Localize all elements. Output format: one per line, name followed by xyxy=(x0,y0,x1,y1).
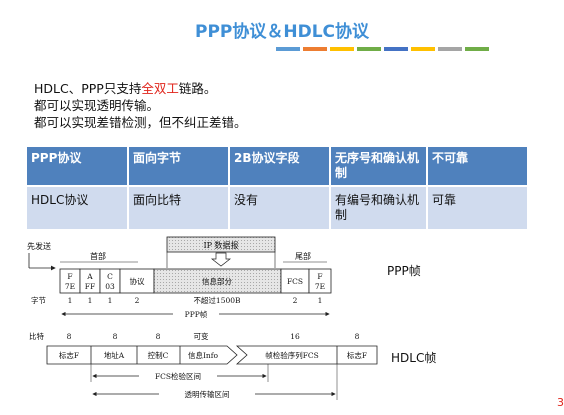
ppp-byte-count: 1 xyxy=(318,296,323,305)
intro-line-1: HDLC、PPP只支持全双工链路。 xyxy=(34,80,247,97)
hdlc-frame-outline xyxy=(235,345,378,365)
transparent-range-label: 透明传输区间 xyxy=(185,389,230,399)
color-swatch xyxy=(330,47,354,51)
ppp-field-labels: F 7E A FF C 03 协议 信息部分 FCS F 7E xyxy=(65,272,325,291)
ppp-field-label: 03 xyxy=(105,282,115,291)
ppp-field xyxy=(308,268,332,294)
table-header-cell: 不可靠 xyxy=(427,147,527,186)
hdlc-field-labels: 标志F 地址A 控制C 信息Info 帧检验序列FCS 标志F xyxy=(59,350,367,360)
ppp-field-label: 7E xyxy=(65,282,75,291)
ip-datagram-box xyxy=(166,236,276,253)
ppp-frame-diagram: 先发送 IP 数据报 首部 尾部 F 7E A FF C 03 协议 信息部分 … xyxy=(27,236,332,319)
hdlc-field-label: 地址A xyxy=(104,350,125,360)
intro-line-1-prefix: HDLC、PPP只支持 xyxy=(34,81,142,96)
ppp-field-label: F xyxy=(317,272,322,281)
table-header-row: PPP协议 面向字节 2B协议字段 无序号和确认机制 不可靠 xyxy=(27,147,527,186)
hdlc-bits: 8 8 8 可变 16 8 xyxy=(67,331,360,341)
bits-label: 比特 xyxy=(29,331,44,341)
intro-line-3: 都可以实现差错检测，但不纠正差错。 xyxy=(34,115,247,130)
ppp-field-label: 协议 xyxy=(130,276,145,286)
ppp-field-label: FF xyxy=(85,282,95,291)
hdlc-field-label: 标志F xyxy=(59,350,79,360)
ppp-field-label: FCS xyxy=(287,277,303,286)
bytes-label: 字节 xyxy=(31,295,46,305)
table-cell: HDLC协议 xyxy=(27,185,129,229)
table-cell: 没有 xyxy=(229,185,331,229)
ip-datagram-label: IP 数据报 xyxy=(203,240,238,250)
color-swatch xyxy=(411,47,435,51)
ppp-byte-count: 不超过1500B xyxy=(193,295,241,305)
hdlc-field-label: 信息Info xyxy=(188,350,219,360)
hdlc-bit-count: 8 xyxy=(67,332,72,341)
intro-line-1-suffix: 链路。 xyxy=(178,81,217,96)
ppp-field-label: F xyxy=(67,272,72,281)
color-swatch xyxy=(465,47,489,51)
ppp-byte-count: 1 xyxy=(108,296,113,305)
intro-text: HDLC、PPP只支持全双工链路。 都可以实现透明传输。 都可以实现差错检测，但… xyxy=(34,80,247,131)
page-number: 3 xyxy=(557,396,564,409)
ppp-byte-count: 1 xyxy=(68,296,73,305)
intro-line-2: 都可以实现透明传输。 xyxy=(34,98,160,113)
table-cell: 面向比特 xyxy=(128,185,230,229)
table-header-cell: 面向字节 xyxy=(128,147,230,186)
ppp-field xyxy=(153,268,282,294)
hdlc-field-label: 控制C xyxy=(148,350,169,360)
color-swatch xyxy=(276,47,300,51)
down-arrow-icon xyxy=(210,252,232,267)
hdlc-bit-count: 可变 xyxy=(194,331,209,341)
comparison-table: PPP协议 面向字节 2B协议字段 无序号和确认机制 不可靠 HDLC协议 面向… xyxy=(27,147,527,229)
ppp-frame-span-label: PPP帧 xyxy=(185,309,208,319)
hdlc-field-label: 帧检验序列FCS xyxy=(265,350,319,360)
table-header-cell: 无序号和确认机制 xyxy=(330,147,428,186)
title-color-bar xyxy=(276,47,489,51)
color-swatch xyxy=(303,47,327,51)
ppp-byte-count: 2 xyxy=(135,296,140,305)
color-swatch xyxy=(357,47,381,51)
hdlc-frame-diagram: 比特 8 8 8 可变 16 8 标志F 地址A 控制C 信息Info 帧检验序… xyxy=(29,331,378,400)
ppp-field-label: A xyxy=(86,272,93,281)
ppp-byte-count: 2 xyxy=(293,296,298,305)
ppp-bytes: 1 1 1 2 不超过1500B 2 1 xyxy=(68,295,323,305)
table-row: HDLC协议 面向比特 没有 有编号和确认机制 可靠 xyxy=(27,185,527,229)
ppp-field-label: C xyxy=(107,272,113,281)
hdlc-bit-count: 8 xyxy=(113,332,118,341)
color-swatch xyxy=(384,47,408,51)
hdlc-frame-label: HDLC帧 xyxy=(391,351,437,365)
header-label: 首部 xyxy=(90,251,106,261)
intro-highlight: 全双工 xyxy=(141,81,179,96)
trailer-label: 尾部 xyxy=(295,251,311,261)
hdlc-bit-count: 8 xyxy=(355,332,360,341)
table-header-cell: 2B协议字段 xyxy=(229,147,331,186)
hdlc-frame-outline xyxy=(46,345,238,365)
table-cell: 有编号和确认机制 xyxy=(330,185,428,229)
color-swatch xyxy=(438,47,462,51)
ppp-fields xyxy=(59,268,332,294)
table-cell: 可靠 xyxy=(427,185,527,229)
ppp-frame-label: PPP帧 xyxy=(387,264,421,278)
table-header-cell: PPP协议 xyxy=(27,147,129,186)
hdlc-bit-count: 16 xyxy=(290,332,300,341)
hdlc-field-label: 标志F xyxy=(347,350,367,360)
send-first-label: 先发送 xyxy=(27,241,51,251)
slide-title: PPP协议＆HDLC协议 xyxy=(194,22,370,42)
ppp-byte-count: 1 xyxy=(88,296,93,305)
ppp-field-label: 7E xyxy=(315,282,325,291)
fcs-range-label: FCS检验区间 xyxy=(155,371,201,381)
ppp-field-label: 信息部分 xyxy=(202,276,232,286)
hdlc-bit-count: 8 xyxy=(156,332,161,341)
